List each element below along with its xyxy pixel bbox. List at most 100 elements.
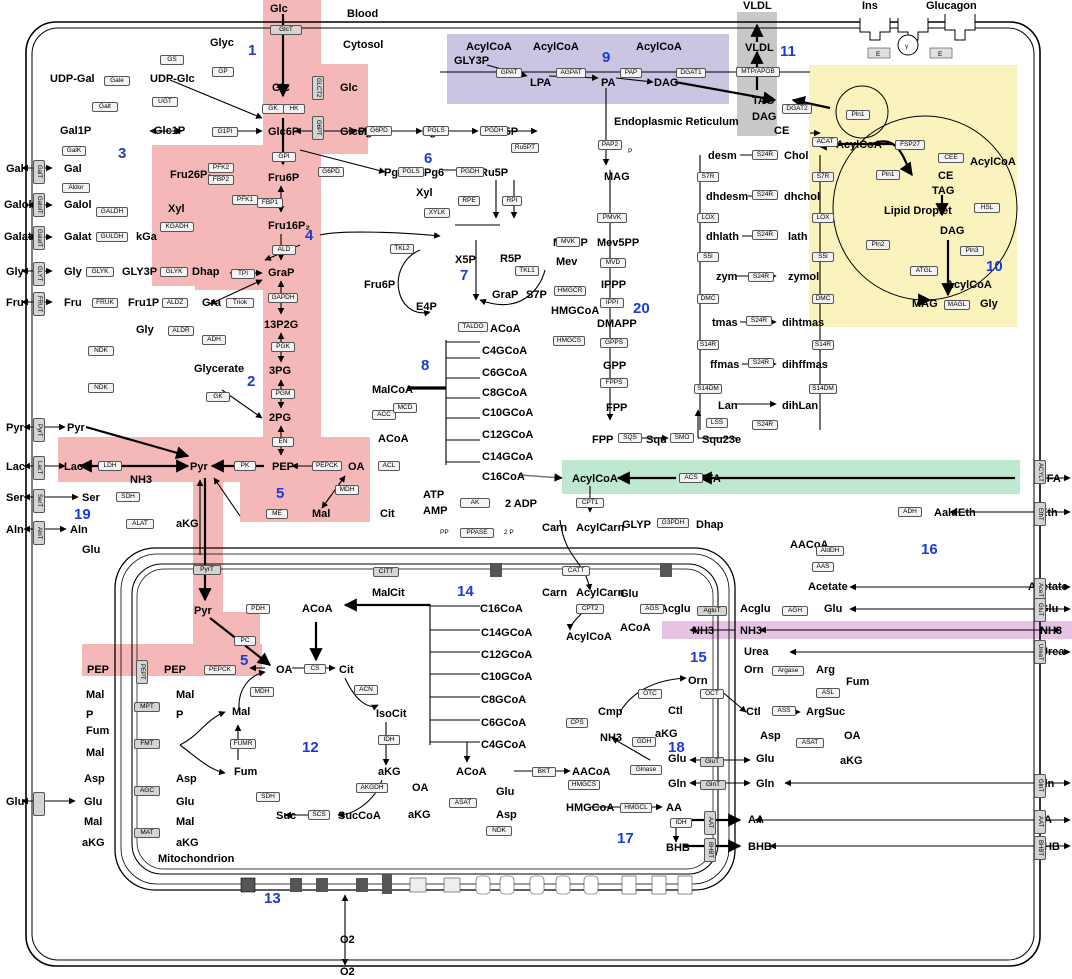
pathway-number-1: 1 xyxy=(248,42,256,59)
grap: GraP xyxy=(268,267,294,279)
glu-cytosol: Glu xyxy=(82,544,100,556)
enzyme-galdh: GALDH xyxy=(96,207,128,217)
fru6p-ppp: Fru6P xyxy=(364,279,395,291)
enzyme-ldh: LDH xyxy=(98,461,122,471)
mal-left-1: Mal xyxy=(86,689,104,701)
pathway-number-15: 15 xyxy=(690,649,707,666)
fa-synthesis-bracket xyxy=(408,340,563,482)
enzyme-pk: PK xyxy=(234,461,256,471)
enzyme-hmgcl: HMGCL xyxy=(620,803,652,813)
gpp: GPP xyxy=(603,360,626,372)
enzyme-rpi: RPI xyxy=(502,196,522,206)
acglu-mito: Acglu xyxy=(660,603,691,615)
enzyme-pln3: Pln3 xyxy=(960,246,984,256)
transporter-mpt: MPT xyxy=(134,702,160,712)
transporter-alnt: AlnT xyxy=(33,521,45,545)
enzyme-dgat1: DGAT1 xyxy=(676,68,706,78)
enzyme-ald: ALD xyxy=(272,245,296,255)
enzyme-cee: CEE xyxy=(938,153,964,163)
pathway-number-20: 20 xyxy=(633,300,650,317)
dag-cytosol: DAG xyxy=(752,111,776,123)
ctl: Ctl xyxy=(746,706,761,718)
enzyme-acs: ACS xyxy=(679,473,703,483)
pathway-number-16: 16 xyxy=(921,541,938,558)
pa: PA xyxy=(601,77,616,89)
mal-mito-left: Mal xyxy=(176,689,194,701)
enzyme-akgdh: AKGDH xyxy=(356,783,388,793)
enzyme-sqs: SQS xyxy=(618,433,642,443)
gly-2: Gly xyxy=(136,324,155,336)
fru-blood: Fru xyxy=(6,297,24,309)
ser: Ser xyxy=(82,492,100,504)
enzyme-cps: CPS xyxy=(566,718,588,728)
ru5p: Ru5P xyxy=(480,167,508,179)
transporter-glyt: GLYT xyxy=(33,262,45,286)
nh3-mito-2: NH3 xyxy=(600,732,622,744)
enzyme-mdh: MDH xyxy=(335,485,359,495)
dihffmas: dihffmas xyxy=(782,359,828,371)
p-er-pap: P xyxy=(628,148,632,155)
pathway-number-14: 14 xyxy=(457,583,474,600)
enzyme-ndk: NDK xyxy=(486,826,512,836)
acylcarn-mito: AcylCarn xyxy=(576,587,625,599)
vldl-cytosol-label: VLDL xyxy=(745,42,774,54)
zymol: zymol xyxy=(788,271,819,283)
enzyme-s24r: S24R xyxy=(746,316,772,326)
orn-mito: Orn xyxy=(688,675,708,687)
mitochondrion-label: Mitochondrion xyxy=(158,853,235,865)
enzyme-mcd: MCD xyxy=(393,403,417,413)
c4gcoa: C4GCoA xyxy=(482,345,527,357)
pathway-number-18: 18 xyxy=(668,739,685,756)
transporter-glnt: GlnT xyxy=(700,780,726,790)
enzyme-lss: LSS xyxy=(706,418,728,428)
desm: desm xyxy=(708,150,737,162)
enzyme-pfk2: PFK2 xyxy=(208,163,234,173)
glyp: GLYP xyxy=(622,519,651,531)
glucagon-label: Glucagon xyxy=(926,0,977,12)
enzyme-ugt: UGT xyxy=(152,97,178,107)
13p2g: 13P2G xyxy=(264,319,298,331)
enzyme-guldh: GULDH xyxy=(96,232,128,242)
enzyme-pgls: PGLS xyxy=(423,126,449,136)
glu-mito-3: Glu xyxy=(668,753,686,765)
enzyme-aldz: ALDZ xyxy=(162,298,188,308)
transporter-g6pt: G6PT xyxy=(312,116,324,140)
transporter-mat: MAT xyxy=(134,828,160,838)
enzyme-pln1: Pln1 xyxy=(876,170,900,180)
enzyme-agh: AGH xyxy=(782,606,808,616)
acoa-cytosol: ACoA xyxy=(378,433,409,445)
udp-glc: UDP-Glc xyxy=(150,73,195,85)
transporter-glct: GlcT xyxy=(270,25,302,35)
p2-ppase: 2 P xyxy=(504,529,514,536)
galol-blood: Galol xyxy=(4,199,32,211)
gln-mito: Gln xyxy=(668,778,687,790)
enzyme-gdh: GDH xyxy=(632,737,656,747)
c14gcoa: C14GCoA xyxy=(482,451,533,463)
enzyme-gp: GP xyxy=(212,67,234,77)
udp-gal: UDP-Gal xyxy=(50,73,95,85)
c10gcoa: C10GCoA xyxy=(482,407,533,419)
asp-right: Asp xyxy=(760,730,781,742)
mal-citt: Mal xyxy=(372,587,390,599)
s7p: S7P xyxy=(526,289,547,301)
enzyme-s24r: S24R xyxy=(752,190,778,200)
glc1p: Glc1P xyxy=(154,125,185,137)
dihlan: dihLan xyxy=(782,400,818,412)
pathway-numbers: 1 2 3 4 5 5 6 7 8 9 10 11 12 13 14 15 16… xyxy=(74,42,1003,907)
enzyme-pgls: PGLS xyxy=(398,167,424,177)
enzyme-tpi: TPI xyxy=(231,269,255,279)
enzyme-fsp27: FSP27 xyxy=(895,140,925,150)
enzyme-ippi: IPPI xyxy=(600,298,624,308)
enzyme-gpps: GPPS xyxy=(600,338,628,348)
enzyme-dmc: DMC xyxy=(697,294,719,304)
akg-mito-2: aKG xyxy=(408,809,431,821)
enzyme-mvd: MVD xyxy=(600,258,626,268)
enzyme-me: ME xyxy=(266,509,288,519)
enzyme-s24r: S24R xyxy=(752,230,778,240)
ffa: FFA xyxy=(700,473,721,485)
aald: Aald xyxy=(934,507,958,519)
mev: Mev xyxy=(556,256,578,268)
glu-mito-left: Glu xyxy=(176,796,194,808)
kga: kGa xyxy=(136,231,158,243)
urea: Urea xyxy=(744,646,769,658)
